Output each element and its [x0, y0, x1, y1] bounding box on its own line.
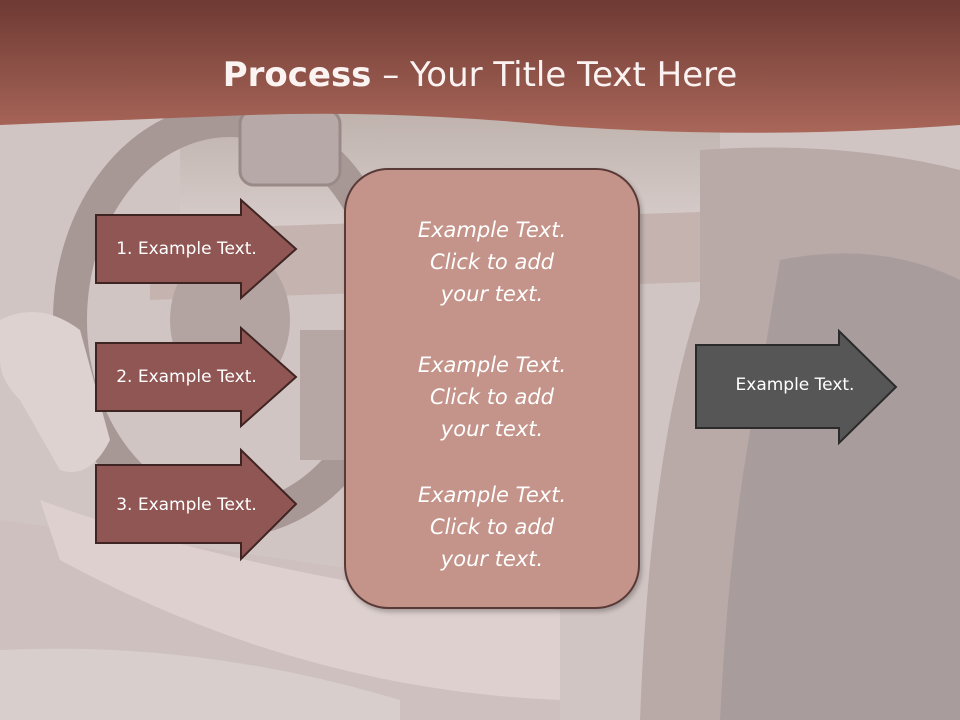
center-paragraph-3-line-2: Click to add: [429, 515, 554, 539]
center-paragraph-1-line-1: Example Text.: [417, 218, 567, 242]
step-arrow-2[interactable]: 2. Example Text.: [95, 325, 300, 429]
title-bold: Process: [222, 55, 372, 95]
center-paragraph-2-line-1: Example Text.: [417, 353, 567, 377]
center-text-box[interactable]: Example Text. Click to add your text. Ex…: [344, 168, 640, 609]
step-arrow-1-shape: [95, 197, 298, 301]
step-arrow-3-shape: [95, 447, 298, 562]
title-rest: – Your Title Text Here: [371, 55, 738, 95]
step-arrow-3-label: 3. Example Text.: [116, 495, 257, 515]
result-arrow-label: Example Text.: [735, 375, 855, 395]
step-arrow-1-label: 1. Example Text.: [116, 239, 257, 259]
slide-title: Process – Your Title Text Here: [0, 55, 960, 95]
step-arrow-1[interactable]: 1. Example Text.: [95, 197, 300, 301]
center-paragraph-2-line-2: Click to add: [429, 385, 554, 409]
result-arrow[interactable]: Example Text.: [695, 328, 900, 446]
center-paragraph-2-line-3: your text.: [440, 417, 544, 441]
step-arrow-2-shape: [95, 325, 298, 429]
center-paragraph-2: Example Text. Click to add your text.: [346, 349, 638, 445]
center-paragraph-3-line-1: Example Text.: [417, 483, 567, 507]
result-arrow-shape: [695, 328, 898, 446]
center-paragraph-3-line-3: your text.: [440, 547, 544, 571]
center-paragraph-1-line-2: Click to add: [429, 250, 554, 274]
step-arrow-2-label: 2. Example Text.: [116, 367, 257, 387]
center-paragraph-1-line-3: your text.: [440, 282, 544, 306]
step-arrow-3[interactable]: 3. Example Text.: [95, 447, 300, 562]
center-paragraph-1: Example Text. Click to add your text.: [346, 214, 638, 310]
center-paragraph-3: Example Text. Click to add your text.: [346, 479, 638, 575]
